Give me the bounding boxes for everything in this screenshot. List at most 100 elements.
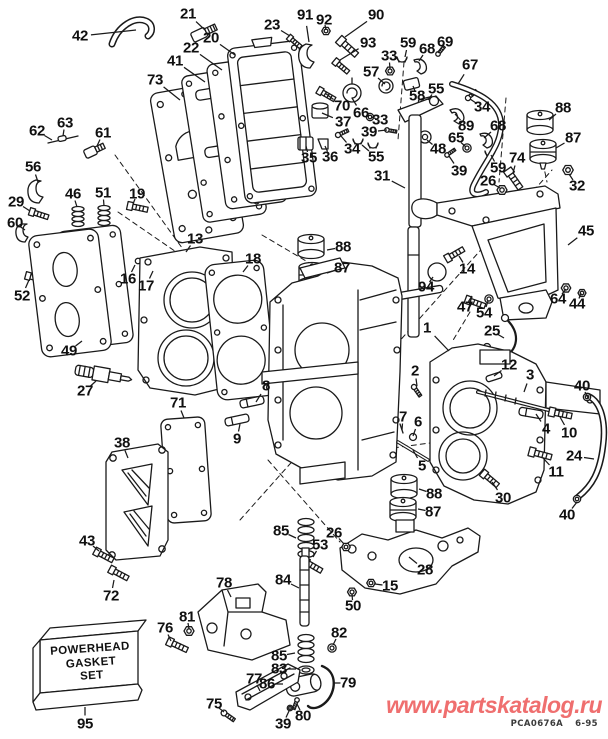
part-label-11: 11 [548, 463, 564, 481]
part-label-28: 28 [416, 561, 434, 579]
part-label-45: 45 [577, 222, 595, 240]
part-label-51: 51 [94, 184, 112, 202]
part-label-71: 71 [169, 394, 187, 412]
part-label-88: 88 [554, 99, 572, 117]
part-label-64: 64 [549, 290, 567, 308]
part-label-38: 38 [113, 434, 131, 452]
part-label-55: 55 [427, 80, 445, 98]
part-label-3: 3 [525, 366, 535, 384]
part-label-90: 90 [367, 6, 385, 24]
footer-date-code: 6-95 [575, 719, 598, 729]
part-label-68: 68 [489, 117, 507, 135]
part-label-18: 18 [244, 250, 262, 268]
part-label-6: 6 [413, 413, 423, 431]
part-label-16: 16 [119, 270, 137, 288]
part-label-59: 59 [489, 159, 507, 177]
part-label-34: 34 [473, 98, 491, 116]
part-label-88: 88 [334, 238, 352, 256]
part-label-52: 52 [13, 287, 31, 305]
part-label-80: 80 [294, 707, 312, 725]
part-label-2: 2 [410, 362, 420, 380]
part-label-39: 39 [274, 715, 292, 733]
part-label-63: 63 [56, 114, 74, 132]
part-label-57: 57 [362, 63, 380, 81]
part-label-33: 33 [371, 111, 389, 129]
part-label-87: 87 [424, 503, 442, 521]
part-label-66: 66 [352, 104, 370, 122]
part-label-42: 42 [71, 27, 89, 45]
part-label-87: 87 [333, 259, 351, 277]
part-label-26: 26 [325, 524, 343, 542]
part-label-61: 61 [94, 124, 112, 142]
part-label-54: 54 [475, 304, 493, 322]
part-label-95: 95 [76, 715, 94, 733]
part-label-29: 29 [7, 193, 25, 211]
part-label-65: 65 [447, 129, 465, 147]
part-label-25: 25 [483, 322, 501, 340]
part-label-41: 41 [166, 52, 184, 70]
part-label-48: 48 [429, 140, 447, 158]
part-label-31: 31 [373, 167, 391, 185]
part-label-49: 49 [60, 342, 78, 360]
part-label-27: 27 [76, 382, 94, 400]
part-label-53: 53 [311, 536, 329, 554]
part-label-23: 23 [263, 16, 281, 34]
part-label-13: 13 [186, 230, 204, 248]
part-label-89: 89 [457, 117, 475, 135]
part-label-5: 5 [417, 457, 427, 475]
footer-code: PCA0676A 6-95 [511, 719, 598, 729]
part-label-72: 72 [102, 587, 120, 605]
part-label-21: 21 [179, 5, 197, 23]
part-label-77: 77 [245, 670, 263, 688]
part-label-68: 68 [418, 40, 436, 58]
part-label-93: 93 [359, 34, 377, 52]
part-label-15: 15 [381, 577, 399, 595]
part-label-85: 85 [272, 522, 290, 540]
part-label-58: 58 [408, 87, 426, 105]
part-label-94: 94 [417, 278, 435, 296]
part-label-83: 83 [270, 660, 288, 678]
part-label-81: 81 [178, 608, 196, 626]
part-label-7: 7 [398, 408, 408, 426]
part-label-34: 34 [343, 140, 361, 158]
part-label-8: 8 [261, 377, 271, 395]
part-label-35: 35 [300, 149, 318, 167]
part-label-76: 76 [156, 619, 174, 637]
part-label-14: 14 [458, 260, 476, 278]
part-label-75: 75 [205, 695, 223, 713]
part-label-30: 30 [494, 489, 512, 507]
part-label-40: 40 [558, 506, 576, 524]
part-label-56: 56 [24, 158, 42, 176]
part-label-10: 10 [560, 424, 578, 442]
part-label-87: 87 [564, 129, 582, 147]
part-label-46: 46 [64, 185, 82, 203]
part-label-26: 26 [479, 172, 497, 190]
part-label-86: 86 [258, 675, 276, 693]
part-label-74: 74 [508, 149, 526, 167]
part-label-17: 17 [137, 277, 155, 295]
part-label-9: 9 [232, 430, 242, 448]
part-label-91: 91 [296, 6, 314, 24]
footer-part-code: PCA0676A [510, 719, 564, 729]
part-label-47: 47 [456, 298, 474, 316]
part-label-82: 82 [330, 624, 348, 642]
part-label-37: 37 [334, 113, 352, 131]
part-label-85: 85 [270, 647, 288, 665]
part-label-62: 62 [28, 122, 46, 140]
part-label-67: 67 [461, 56, 479, 74]
part-label-33: 33 [380, 47, 398, 65]
gasket-box-label: POWERHEAD GASKET SET [37, 639, 146, 687]
part-label-39: 39 [450, 162, 468, 180]
part-label-40: 40 [573, 377, 591, 395]
part-label-22: 22 [182, 39, 200, 57]
part-label-55: 55 [367, 148, 385, 166]
part-label-92: 92 [315, 11, 333, 29]
part-label-60: 60 [6, 214, 24, 232]
part-label-12: 12 [500, 356, 518, 374]
part-label-69: 69 [436, 33, 454, 51]
part-label-44: 44 [568, 295, 586, 313]
watermark: www.partskatalog.ru [386, 692, 602, 718]
part-label-43: 43 [78, 532, 96, 550]
